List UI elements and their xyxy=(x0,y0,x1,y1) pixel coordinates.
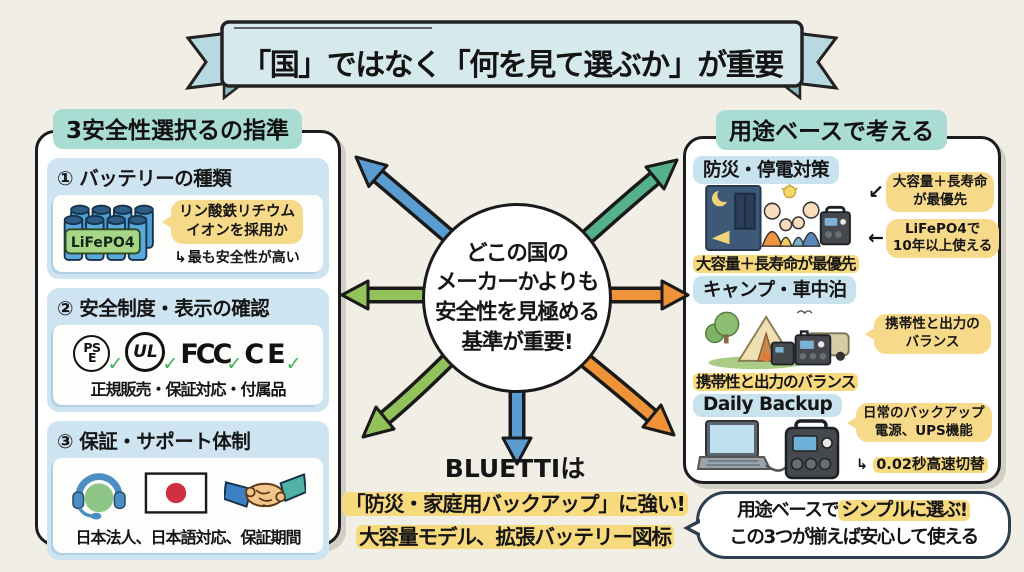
center-line: 基準が重要! xyxy=(461,329,573,355)
checkmark-icon: ✓ xyxy=(162,352,179,375)
arrow-right xyxy=(605,279,690,311)
pointer-arrow-icon: ↙ xyxy=(868,180,884,203)
banner-title: 「国」ではなく「何を見て選ぶか」が重要 xyxy=(241,48,784,83)
conclusion-line1: 用途ベースでシンプルに選ぶ! xyxy=(737,498,970,525)
center-line: どこの国の xyxy=(466,240,569,266)
bluetti-line3: 大容量モデル、拡張バッテリー図标 xyxy=(330,520,700,550)
pointer-arrow-icon: ← xyxy=(868,227,884,250)
handshake-icon xyxy=(224,472,306,508)
left-panel-title: 3安全性選択るの指準 xyxy=(53,109,303,149)
arrow-down-left xyxy=(361,346,462,439)
camping-caption: 携帯性と出力のバランス xyxy=(693,370,859,392)
support-caption: 日本法人、日本語対応、保証期間 xyxy=(75,527,301,547)
support-heading: ③ 保証・サポート体制 xyxy=(57,429,251,453)
camping-callout: 携帯性と出力のバランス xyxy=(874,314,991,354)
battery-note: ↳最も安全性が高い xyxy=(174,247,300,266)
disaster-heading: 防災・停電対策 xyxy=(693,156,840,184)
support-section: ③ 保証・サポート体制 xyxy=(47,420,329,560)
battery-icon: LiFePO4 xyxy=(63,205,154,262)
backup-callout: 日常のバックアップ電源、UPS機能 xyxy=(856,402,992,443)
banner-ribbon-graphic xyxy=(184,20,840,101)
battery-type-section: ① バッテリーの種類 xyxy=(47,158,329,279)
safety-criteria-panel: ① バッテリーの種類 xyxy=(35,130,341,560)
battery-callout: リン酸鉄リチウム イオンを採用か xyxy=(171,200,303,244)
certification-caption: 正規販売・保証対応・付属品 xyxy=(90,379,286,399)
center-message-circle: どこの国の メーカーかよりも 安全性を見極める 基準が重要! xyxy=(422,203,612,393)
certification-heading: ② 安全制度・表示の確認 xyxy=(57,296,270,320)
backup-heading: Daily Backup xyxy=(693,394,843,417)
checkmark-icon: ✓ xyxy=(107,352,124,375)
camping-heading: キャンプ・車中泊 xyxy=(693,276,857,304)
right-panel-title: 用途ベースで考える xyxy=(716,110,948,150)
arrow-up-right xyxy=(569,158,679,255)
arrow-down-right xyxy=(574,349,676,437)
checkmark-icon: ✓ xyxy=(285,352,302,375)
center-line: メーカーかよりも xyxy=(435,270,599,296)
banner: 「国」ではなく「何を見て選ぶか」が重要 xyxy=(182,12,842,104)
battery-type-heading: ① バッテリーの種類 xyxy=(57,167,232,190)
bluetti-line2: 「防災・家庭用バックアップ」に強い! xyxy=(330,487,700,517)
japan-flag-icon xyxy=(144,472,208,514)
battery-chemistry-label: LiFePO4 xyxy=(71,235,135,251)
disaster-callout-1: 大容量＋長寿命が最優先 xyxy=(885,172,995,212)
ce-mark-icon: CE xyxy=(244,338,289,370)
bluetti-line1: BLUETTIは xyxy=(444,454,586,483)
fcc-mark-icon: FCC xyxy=(180,338,232,370)
arrow-left xyxy=(340,279,430,311)
center-line: 安全性を見極める xyxy=(434,300,600,325)
backup-note: ↳ 0.02秒高速切替 xyxy=(856,453,992,474)
laptop-backup-illustration xyxy=(696,419,840,480)
usecase-disaster-section: 防災・停電対策 xyxy=(693,156,1000,274)
bluetti-note: BLUETTIは 「防災・家庭用バックアップ」に強い! 大容量モデル、拡張バッテ… xyxy=(330,449,700,550)
usecase-camping-section: キャンプ・車中泊 xyxy=(693,276,991,392)
usecase-backup-section: Daily Backup xyxy=(693,394,992,483)
disaster-caption: 大容量＋長寿命が最優先 xyxy=(693,252,859,274)
night-family-illustration xyxy=(705,184,851,252)
usecase-panel: 防災・停電対策 xyxy=(683,136,1001,484)
camping-illustration xyxy=(704,310,850,370)
corner-arrow-icon: ↳ xyxy=(174,247,187,266)
corner-arrow-icon: ↳ xyxy=(856,457,869,474)
checkmark-icon: ✓ xyxy=(226,352,243,375)
arrow-up-left xyxy=(354,155,466,253)
headset-support-icon xyxy=(72,473,126,520)
ul-mark-icon: UL xyxy=(125,331,166,372)
conclusion-line2: この3つが揃えば安心して使える xyxy=(729,527,979,548)
conclusion-speech-bubble: 用途ベースでシンプルに選ぶ! この3つが揃えば安心して使える xyxy=(683,491,1011,559)
